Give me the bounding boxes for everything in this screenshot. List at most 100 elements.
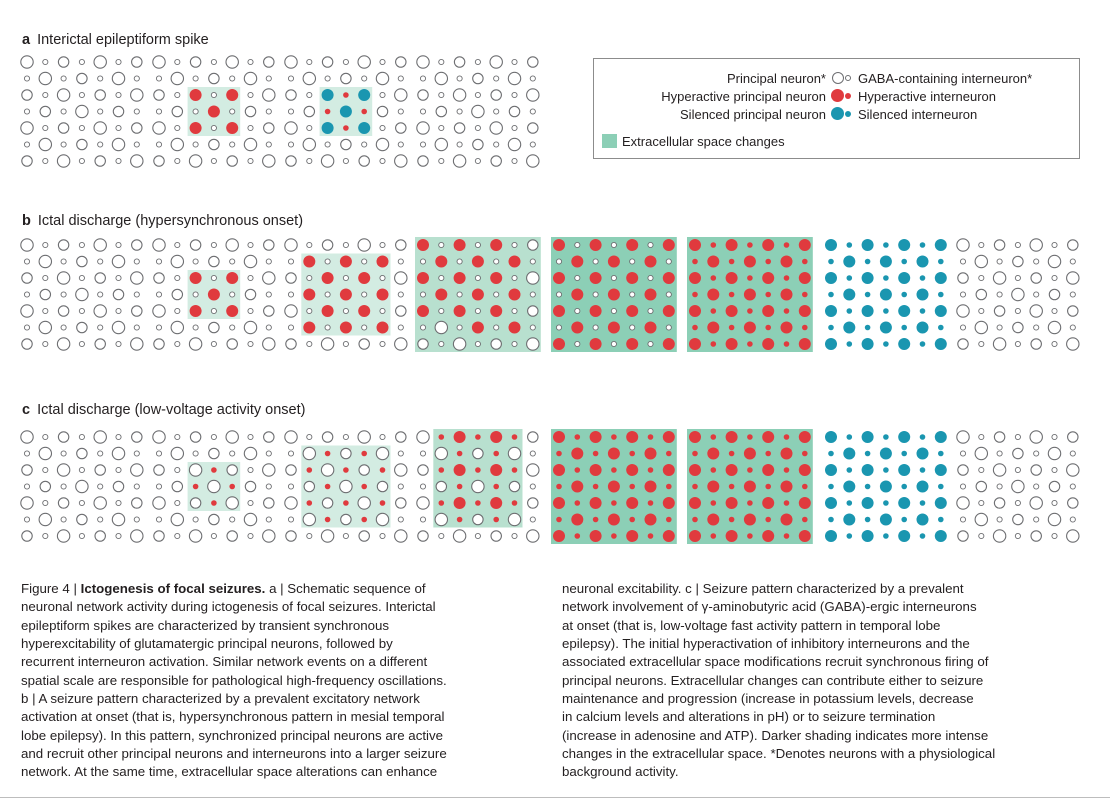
interneuron: [210, 241, 217, 249]
principal-neuron: [112, 288, 125, 301]
hyperactive-principal-neuron: [743, 513, 756, 526]
interneuron: [192, 141, 199, 148]
silenced-interneuron: [919, 434, 926, 440]
silenced-interneuron: [846, 533, 853, 539]
principal-neuron: [957, 338, 969, 350]
principal-neuron: [188, 463, 203, 477]
principal-neuron: [957, 464, 969, 476]
hyperactive-principal-neuron: [189, 122, 202, 134]
principal-neuron: [285, 464, 297, 476]
principal-neuron: [20, 55, 34, 69]
interneuron: [1051, 433, 1058, 441]
silenced-principal-neuron: [321, 89, 334, 101]
principal-neuron: [188, 337, 203, 351]
interneuron: [174, 274, 181, 282]
hyperactive-principal-neuron: [780, 321, 793, 334]
principal-neuron: [244, 105, 257, 118]
interneuron: [665, 324, 672, 331]
principal-neuron: [993, 239, 1006, 251]
hyperactive-interneuron: [211, 467, 217, 473]
silenced-interneuron: [864, 324, 871, 331]
hyperactive-interneuron: [592, 450, 599, 457]
hyperactive-interneuron: [456, 516, 463, 523]
interneuron: [361, 141, 368, 148]
caption-line: at onset (that is, low-voltage fast acti…: [562, 617, 1082, 635]
principal-neuron: [57, 305, 70, 317]
principal-neuron: [21, 464, 33, 476]
hyperactive-interneuron: [574, 467, 581, 473]
hyperactive-principal-neuron: [417, 239, 429, 251]
principal-neuron: [208, 72, 220, 85]
interneuron: [210, 307, 217, 315]
silenced-interneuron: [901, 258, 907, 265]
silenced-interneuron: [846, 275, 853, 281]
panel-b-title-text: Ictal discharge (hypersynchronous onset): [37, 213, 304, 229]
principal-neuron: [358, 464, 370, 476]
hyperactive-principal-neuron: [589, 305, 602, 317]
hyperactive-principal-neuron: [707, 480, 720, 493]
interneuron: [133, 324, 140, 331]
caption-text: neuronal excitability. c | Seizure patte…: [562, 581, 964, 596]
principal-neuron: [130, 463, 144, 477]
principal-neuron: [263, 305, 275, 317]
interneuron: [287, 258, 295, 265]
principal-neuron: [526, 463, 540, 477]
hyperactive-principal-neuron: [707, 321, 720, 334]
hyperactive-interneuron: [802, 483, 808, 490]
silenced-principal-neuron: [843, 447, 856, 460]
interneuron: [342, 307, 349, 315]
hyperactive-principal-neuron: [762, 305, 775, 317]
panel-c-letter: c: [22, 402, 31, 418]
principal-neuron: [56, 463, 71, 477]
principal-neuron: [358, 338, 370, 350]
interneuron: [529, 291, 536, 298]
interneuron: [324, 75, 331, 82]
hyperactive-interneuron: [475, 467, 481, 473]
silenced-principal-neuron: [916, 321, 929, 334]
hyperactive-principal-neuron: [589, 239, 602, 251]
hyperactive-interneuron: [647, 500, 654, 506]
hyperactive-principal-neuron: [725, 464, 738, 476]
interneuron: [1014, 241, 1021, 249]
interneuron: [978, 532, 985, 540]
interneuron: [1033, 291, 1040, 298]
hyperactive-interneuron: [647, 434, 654, 440]
principal-neuron: [93, 304, 107, 318]
principal-neuron: [434, 320, 449, 335]
hyperactive-principal-neuron: [453, 305, 466, 317]
hyperactive-interneuron: [493, 516, 500, 523]
principal-neuron: [357, 430, 371, 444]
principal-neuron: [20, 121, 34, 135]
silenced-interneuron: [938, 483, 944, 490]
interneuron: [474, 274, 481, 282]
interneuron: [265, 450, 272, 457]
principal-neuron: [75, 479, 89, 494]
interneuron: [210, 340, 217, 348]
principal-neuron: [262, 271, 276, 285]
silenced-interneuron: [846, 308, 853, 314]
hyperactive-interneuron: [802, 291, 808, 298]
interneuron: [511, 340, 518, 348]
hyperactive-interneuron: [692, 483, 698, 490]
interneuron: [438, 157, 445, 165]
hyperactive-principal-neuron: [762, 272, 775, 284]
interneuron: [306, 91, 313, 99]
principal-neuron: [416, 55, 430, 69]
interneuron: [78, 241, 85, 249]
silenced-interneuron: [864, 291, 871, 298]
principal-neuron: [394, 337, 408, 351]
hyperactive-interneuron: [229, 483, 235, 490]
hyperactive-interneuron: [765, 450, 771, 457]
hyperactive-principal-neuron: [725, 305, 738, 317]
interneuron: [379, 241, 386, 249]
principal-neuron: [111, 254, 126, 269]
principal-neuron: [993, 305, 1006, 317]
interneuron: [529, 516, 536, 523]
interneuron: [996, 324, 1003, 331]
interneuron: [419, 75, 427, 82]
hyperactive-principal-neuron: [589, 272, 602, 284]
hyperactive-principal-neuron: [490, 239, 503, 251]
hyperactive-interneuron: [361, 516, 368, 523]
hyperactive-interneuron: [192, 483, 199, 490]
principal-neuron: [131, 497, 143, 509]
